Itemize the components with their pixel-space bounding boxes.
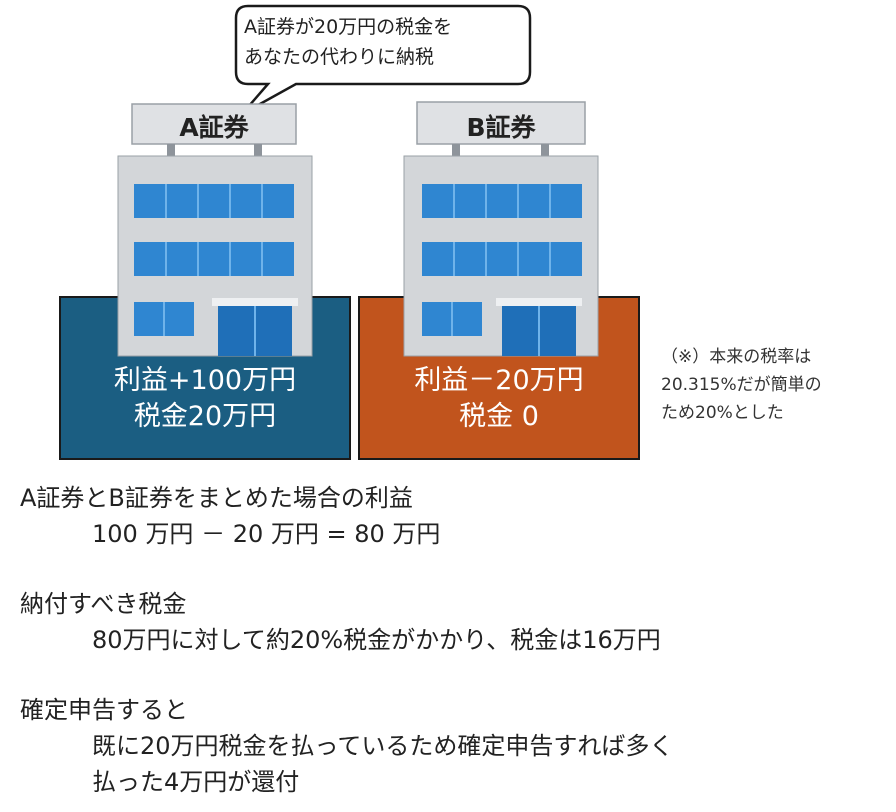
note-line-3: ため20%とした — [661, 403, 784, 423]
broker-b-sign: B証券 — [466, 113, 536, 142]
broker-a-tax: 税金20万円 — [133, 401, 277, 432]
broker-a-sign: A証券 — [179, 113, 249, 142]
filing-detail-2: 払った4万円が還付 — [92, 768, 300, 796]
tax-detail: 80万円に対して約20%税金がかかり、税金は16万円 — [92, 626, 661, 654]
bubble-text: A証券が20万円の税金を あなたの代わりに納税 — [244, 12, 534, 72]
combined-heading: A証券とB証券をまとめた場合の利益 — [20, 484, 413, 512]
combined-formula: 100 万円 － 20 万円 = 80 万円 — [92, 520, 441, 548]
tax-heading: 納付すべき税金 — [20, 590, 187, 618]
filing-heading: 確定申告すると — [20, 696, 188, 724]
tax-rate-note: （※）本来の税率は 20.315%だが簡単の ため20%とした — [661, 343, 881, 427]
broker-b-profit: 利益－20万円 — [414, 365, 584, 396]
filing-detail-1: 既に20万円税金を払っているため確定申告すれば多く — [92, 732, 674, 760]
note-line-1: （※）本来の税率は — [661, 347, 812, 367]
broker-b-tax: 税金 0 — [459, 401, 539, 432]
note-line-2: 20.315%だが簡単の — [661, 375, 822, 395]
bubble-line-2: あなたの代わりに納税 — [244, 46, 435, 68]
bubble-line-1: A証券が20万円の税金を — [244, 16, 453, 38]
broker-a-profit: 利益+100万円 — [113, 365, 297, 396]
